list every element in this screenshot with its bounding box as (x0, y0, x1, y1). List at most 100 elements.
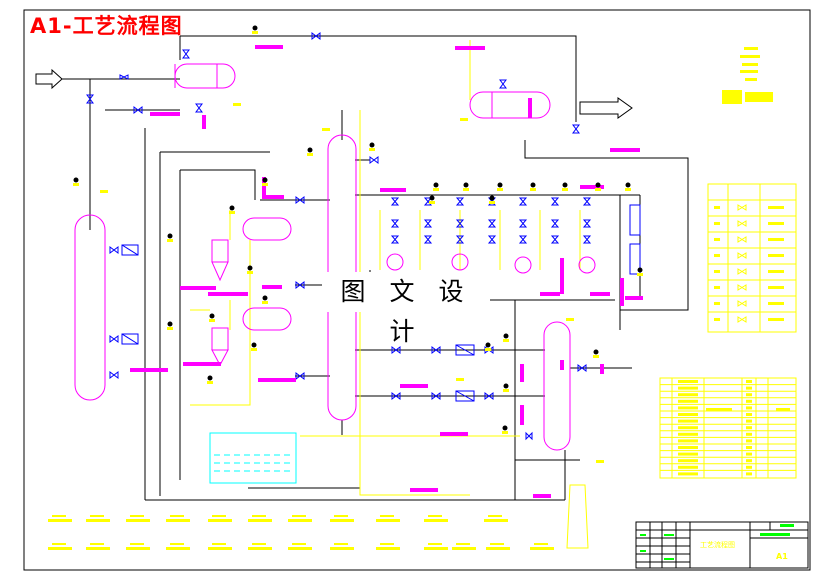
pump-2 (451, 253, 469, 271)
reboiler-1 (242, 217, 292, 241)
gate-valve-icon (119, 74, 129, 80)
notes (48, 515, 554, 550)
equipment-tags (130, 45, 643, 498)
gate-valve-icon (369, 156, 379, 164)
instrument-bubble (595, 182, 601, 191)
chimney (566, 484, 589, 549)
note-text (530, 543, 554, 550)
instrument-bubble (489, 195, 495, 204)
general-notes (722, 47, 773, 104)
gate-valve-icon[interactable] (423, 219, 433, 228)
instrument-bubble (637, 267, 643, 276)
gate-valve-icon (499, 79, 507, 89)
stripper-vessel (543, 321, 571, 451)
gate-valve-icon[interactable] (487, 219, 497, 228)
gate-valve-icon (133, 106, 143, 114)
equipment-list (659, 377, 797, 479)
gate-valve-icon (195, 103, 203, 113)
pump-4 (578, 256, 596, 274)
gate-valve-icon[interactable] (550, 197, 560, 206)
gate-valve-icon[interactable] (550, 235, 560, 244)
gate-valve-icon[interactable] (423, 235, 433, 244)
instrument-bubble (503, 383, 509, 392)
gate-valve-icon[interactable] (582, 197, 592, 206)
instrument-bubble (593, 349, 599, 358)
valves-grid[interactable] (390, 197, 592, 244)
top-exchanger (174, 63, 236, 89)
gate-valve-icon (525, 431, 533, 441)
steam-trap-icon (737, 316, 747, 323)
gate-valve-icon (109, 246, 119, 254)
gate-valve-icon[interactable] (390, 219, 400, 228)
gate-valve-icon[interactable] (390, 235, 400, 244)
gate-valve-icon[interactable] (390, 197, 400, 206)
instrument-bubble (229, 205, 235, 214)
instrument-bubble (262, 295, 268, 304)
water-tank (209, 432, 297, 484)
instrument-bubble (307, 147, 313, 156)
instrument-tag (233, 103, 241, 106)
product-outlet-arrow (579, 97, 633, 119)
pump-1 (386, 253, 404, 271)
note-text (166, 543, 190, 550)
instrument-bubble (252, 25, 258, 34)
gate-valve-icon[interactable] (455, 219, 465, 228)
gate-valve-icon[interactable] (582, 219, 592, 228)
drawing-frame (23, 9, 811, 571)
instrument-bubble (369, 142, 375, 151)
inline-filters (121, 204, 641, 402)
note-text (376, 515, 400, 522)
gate-valve-icon (484, 392, 494, 400)
instrument-bubble (433, 182, 439, 191)
gate-valve-icon (391, 346, 401, 354)
note-text (376, 543, 400, 550)
instrument-bubble (497, 182, 503, 191)
gate-valve-icon (182, 49, 190, 59)
note-text (288, 515, 312, 522)
page-title: A1-工艺流程图 (30, 14, 183, 38)
gate-valve-icon[interactable] (455, 197, 465, 206)
instrument-tag (456, 378, 464, 381)
reboiler-2 (242, 307, 292, 331)
control-valve-icon (737, 252, 747, 259)
gate-valve-icon (295, 281, 305, 289)
instrument-tag (596, 460, 604, 463)
note-text (48, 515, 72, 522)
gate-valve-icon (737, 204, 747, 211)
title-block (635, 521, 809, 569)
instrument-tag (566, 318, 574, 321)
equipment (74, 63, 596, 451)
legend-table (707, 183, 797, 333)
gate-valve-icon (295, 372, 305, 380)
utility-lines (190, 40, 581, 496)
flame-arrester-icon (737, 284, 747, 291)
gate-valve-icon[interactable] (487, 235, 497, 244)
gate-valve-icon (86, 94, 94, 104)
note-text (208, 543, 232, 550)
gate-valve-icon[interactable] (582, 235, 592, 244)
valves[interactable] (86, 32, 587, 441)
right-condenser (469, 91, 551, 119)
gate-valve-icon[interactable] (518, 197, 528, 206)
gate-valve-icon (391, 392, 401, 400)
gate-valve-icon (577, 364, 587, 372)
instrument-bubble (562, 182, 568, 191)
gate-valve-icon (295, 196, 305, 204)
instrument-bubble (251, 342, 257, 351)
note-text (424, 515, 448, 522)
gate-valve-icon (431, 346, 441, 354)
title-block-sheet-size: A1 (776, 552, 788, 561)
note-text (48, 543, 72, 550)
note-text (86, 543, 110, 550)
gate-valve-icon[interactable] (518, 235, 528, 244)
gate-valve-icon[interactable] (518, 219, 528, 228)
gate-valve-icon[interactable] (550, 219, 560, 228)
note-text (166, 515, 190, 522)
instrument-bubble (73, 177, 79, 186)
gate-valve-icon (572, 124, 580, 134)
instrument-bubble (530, 182, 536, 191)
note-text (208, 515, 232, 522)
gate-valve-icon[interactable] (455, 235, 465, 244)
separator-1 (211, 239, 229, 263)
